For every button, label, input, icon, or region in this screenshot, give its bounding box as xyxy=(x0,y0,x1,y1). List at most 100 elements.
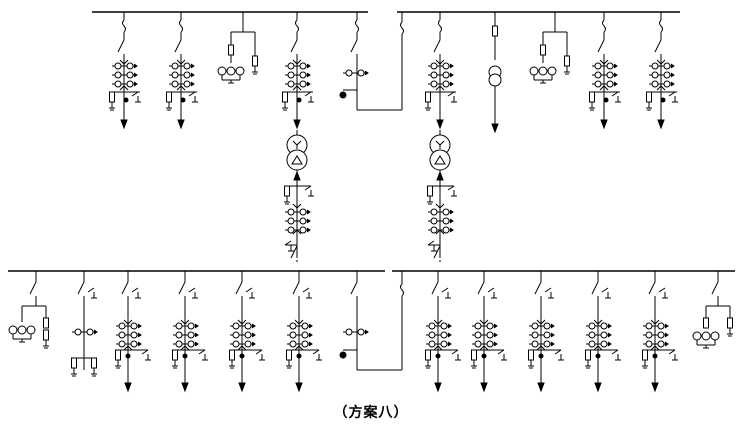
current-transformer-symbol xyxy=(115,81,121,87)
surge-arrester-symbol xyxy=(643,350,648,360)
feeder-arrow-down xyxy=(239,383,245,391)
ct-arrow xyxy=(365,71,368,75)
earth-switch-blade xyxy=(555,350,561,354)
ct-arrow xyxy=(138,342,141,346)
ct-arrow xyxy=(551,333,554,337)
surge-arrester-symbol xyxy=(116,350,121,360)
current-transformer-symbol xyxy=(300,72,306,78)
earth-switch-blade xyxy=(448,92,454,96)
indicator-symbol xyxy=(181,98,185,102)
current-transformer-symbol xyxy=(288,227,294,233)
withdrawable-contact xyxy=(600,60,608,64)
ct-arrow xyxy=(494,342,497,346)
surge-arrester-symbol xyxy=(586,350,591,360)
ct-arrow xyxy=(138,333,141,337)
current-transformer-symbol xyxy=(127,72,133,78)
current-transformer-symbol xyxy=(233,323,239,329)
current-transformer-symbol xyxy=(302,341,308,347)
current-transformer-symbol xyxy=(664,72,670,78)
surge-arrester-symbol xyxy=(92,358,97,368)
current-transformer-symbol xyxy=(595,81,601,87)
withdrawable-contact xyxy=(594,346,602,350)
current-transformer-symbol xyxy=(119,323,125,329)
current-transformer-symbol xyxy=(300,63,306,69)
current-transformer-symbol xyxy=(184,81,190,87)
current-transformer-symbol xyxy=(127,81,133,87)
ct-arrow xyxy=(134,82,137,86)
circuit-breaker-symbol xyxy=(592,282,598,294)
feeder-arrow-down xyxy=(121,120,127,128)
indicator-symbol xyxy=(653,354,657,358)
current-transformer-symbol xyxy=(127,63,133,69)
current-transformer-symbol xyxy=(429,323,435,329)
current-transformer-symbol xyxy=(188,323,194,329)
earth-switch-blade xyxy=(442,288,448,292)
current-transformer-symbol xyxy=(607,72,613,78)
ct-arrow xyxy=(195,333,198,337)
current-transformer-symbol xyxy=(532,341,538,347)
voltage-transformer-symbol xyxy=(548,67,556,75)
diagram-symbols xyxy=(9,20,733,391)
current-transformer-symbol xyxy=(119,341,125,347)
disconnector-symbol xyxy=(180,20,183,32)
indicator-symbol xyxy=(297,354,301,358)
feeder-arrow-down xyxy=(492,124,498,132)
ct-arrow xyxy=(94,330,97,334)
surge-arrester-symbol xyxy=(167,92,172,102)
ct-arrow xyxy=(450,82,453,86)
current-transformer-symbol xyxy=(441,341,447,347)
voltage-transformer-symbol xyxy=(539,67,547,75)
ct-arrow xyxy=(307,210,310,214)
withdrawable-contact xyxy=(295,346,303,350)
earth-switch-blade xyxy=(448,186,454,190)
current-transformer-symbol xyxy=(172,63,178,69)
ct-arrow xyxy=(448,333,451,337)
indicator-symbol xyxy=(126,354,130,358)
surge-arrester-symbol xyxy=(110,92,115,102)
ct-arrow xyxy=(195,342,198,346)
current-transformer-symbol xyxy=(431,209,437,215)
current-transformer-symbol xyxy=(601,332,607,338)
earth-switch-blade xyxy=(132,92,138,96)
withdrawable-contact xyxy=(537,346,545,350)
current-transformer-symbol xyxy=(431,81,437,87)
withdrawable-contact xyxy=(594,320,602,324)
current-transformer-symbol xyxy=(119,332,125,338)
current-transformer-symbol xyxy=(607,63,613,69)
transformer-winding xyxy=(430,150,450,170)
delta-winding-mark xyxy=(292,156,302,164)
ct-arrow xyxy=(551,342,554,346)
surge-arrester-symbol xyxy=(253,56,258,66)
indicator-symbol xyxy=(596,354,600,358)
ct-arrow xyxy=(608,342,611,346)
ct-arrow xyxy=(614,82,617,86)
current-transformer-symbol xyxy=(115,63,121,69)
circuit-breaker-symbol xyxy=(118,40,124,52)
circuit-breaker-symbol xyxy=(30,282,36,294)
current-transformer-symbol xyxy=(302,332,308,338)
current-transformer-symbol xyxy=(288,72,294,78)
current-transformer-symbol xyxy=(288,209,294,215)
current-transformer-symbol xyxy=(300,81,306,87)
ct-arrow xyxy=(252,333,255,337)
ct-arrow xyxy=(608,333,611,337)
withdrawable-contact xyxy=(657,60,665,64)
withdrawable-contact xyxy=(537,320,545,324)
earth-switch-blade xyxy=(659,288,665,292)
current-transformer-symbol xyxy=(431,218,437,224)
current-transformer-symbol xyxy=(431,227,437,233)
current-transformer-symbol xyxy=(646,341,652,347)
voltage-transformer-symbol xyxy=(530,67,538,75)
surge-arrester-symbol xyxy=(287,350,292,360)
fuse-symbol xyxy=(493,26,498,36)
current-transformer-symbol xyxy=(288,63,294,69)
withdrawable-contact xyxy=(480,320,488,324)
voltage-transformer-symbol xyxy=(702,332,710,340)
feeder-arrow-down xyxy=(294,120,300,128)
wye-winding-mark xyxy=(293,141,301,149)
current-transformer-symbol xyxy=(646,332,652,338)
earth-switch-blade xyxy=(142,350,148,354)
circuit-breaker-symbol xyxy=(293,282,299,294)
surge-arrester-symbol xyxy=(565,56,570,66)
current-transformer-symbol xyxy=(87,329,93,335)
